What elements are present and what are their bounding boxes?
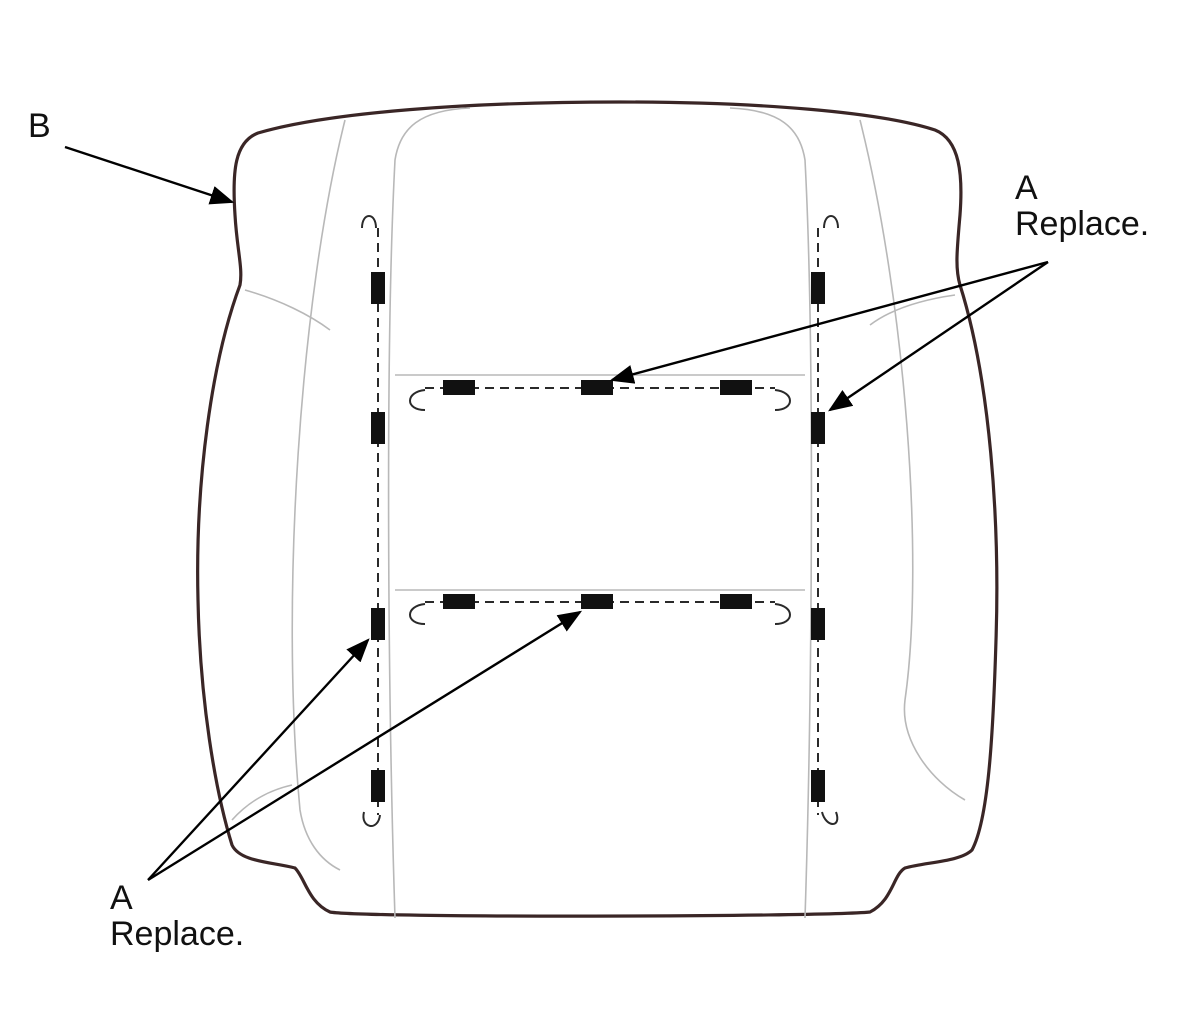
upholstery-seams [231,107,966,919]
arrow-a-bottom-2 [147,610,583,882]
seat-back-outline [196,100,999,918]
arrow-b [64,145,235,205]
hog-rings-upper-row [409,380,791,411]
callout-b: B [28,108,51,144]
hog-rings-left-column [361,215,385,827]
hog-rings-right-column [811,215,839,825]
arrow-a-top-1 [609,260,1049,384]
callout-a-bottom-letter: A [110,879,133,917]
callout-a-top: A Replace. [1015,170,1149,242]
leader-arrows [64,145,1049,882]
callout-a-top-note: Replace. [1015,205,1150,243]
callout-a-top-letter: A [1015,169,1038,207]
callout-b-letter: B [28,107,51,145]
arrow-a-bottom-1 [147,638,370,881]
callout-a-bottom-note: Replace. [110,915,245,953]
callout-a-bottom: A Replace. [110,880,244,952]
hog-rings-lower-row [409,594,791,625]
arrow-a-top-2 [828,261,1049,412]
